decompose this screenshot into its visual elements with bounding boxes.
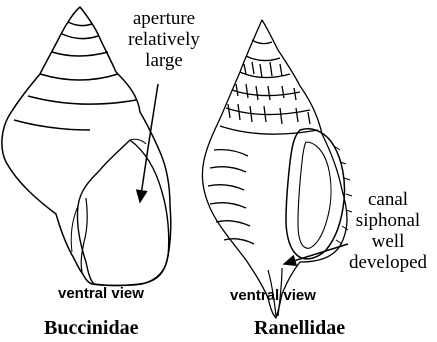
siphonal-canal-annotation: canal siphonal well developed <box>339 189 437 273</box>
buccinidae-view-label: ventral view <box>58 285 144 302</box>
annotation-line: developed <box>339 252 437 273</box>
annotation-line: aperture <box>114 8 214 29</box>
ranellidae-family-name: Ranellidae <box>254 317 345 340</box>
aperture-annotation: aperture relatively large <box>114 8 214 71</box>
annotation-line: canal <box>339 189 437 210</box>
ranellidae-view-label: ventral view <box>230 287 316 304</box>
annotation-line: relatively <box>114 29 214 50</box>
annotation-line: well <box>339 231 437 252</box>
annotation-line: large <box>114 50 214 71</box>
buccinidae-family-name: Buccinidae <box>44 317 138 340</box>
annotation-line: siphonal <box>339 210 437 231</box>
ranellidae-shell-drawing <box>202 20 352 318</box>
